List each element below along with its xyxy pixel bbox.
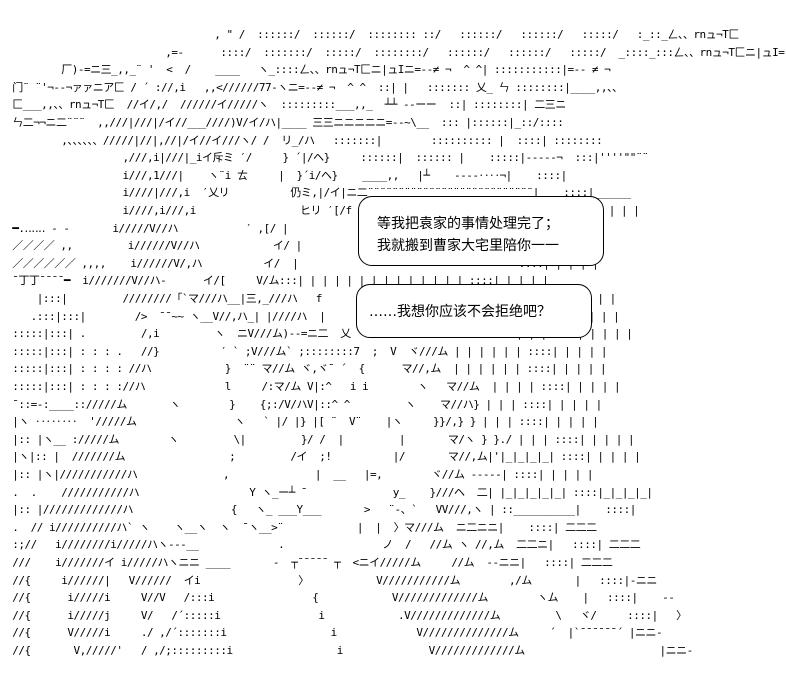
art-line: i///,1///| ヽ¨i ㄊ | }´i/ヘ} ____,, |┴ ----…: [0, 168, 567, 182]
art-line: |:: |ヽ__ ://///ム ヽ \| }/ / | | マ/ヽ } }./…: [0, 432, 635, 446]
art-line: ,、、、、、、/////|//|,//|/イ//イ///ヽ/ / リ_/ハ ::…: [0, 133, 603, 147]
speech-line-2: 我就搬到曹家大宅里陪你一一: [377, 238, 559, 254]
art-line: . // i//////////ハ` ヽ ヽ__ヽ ヽ ¯ヽ__>¨ | | 〉…: [0, 520, 597, 534]
art-line: ／／／／／／ ,,,, i//////V/,ハ イ/ | ::::| | | |…: [0, 256, 599, 270]
art-line: //{ i//////| V////// イi 〉 V///////////ム …: [0, 573, 657, 587]
art-line: ¯::=-:____:://///ム ヽ } {;:/V/ハV|::^ ^ ヽ …: [0, 397, 602, 411]
art-line: |:: |ヽ|///////////ハ , | __ |=, ヾ//ム ----…: [0, 468, 594, 481]
art-line: ㄣ二¬¬ニ二¨¨¨ ,,///|///|/イ//___////)V/イ/ハ|__…: [0, 116, 564, 129]
art-line: :::::|:::| : : : ://ハ l /:マ/ム V|:^ i i ヽ…: [0, 380, 621, 393]
art-line: 匚___,,、、rnュ¬T匚 //イ/,/ //////イ/////ヽ ::::…: [0, 98, 566, 112]
art-line: //{ V/////i ./ ,/´:::::::i i V//////////…: [0, 626, 663, 640]
art-line: :;// i////////i/////ハヽ‐-‐__ . ノ / //ム ヽ …: [0, 538, 641, 552]
art-line: //{ i/////i V//V /:::i { V/////////////ム…: [0, 591, 675, 605]
art-line: ¯丁丁¯¯¯¯━ i///////V//ハ- イ/[ V/ム:::| | | |…: [0, 274, 549, 288]
art-line: :::::|:::| . /,i ヽ ニV///ム)-‐=ニ二 乂 | | | …: [0, 327, 633, 341]
art-line: ,///,i|///|_iイ斥ミ ′/ } ´|/ヘ} ::::::| ::::…: [0, 151, 649, 165]
speech-bubble-top: 等我把袁家的事情处理完了； 我就搬到曹家大宅里陪你一一: [358, 196, 604, 266]
art-line: |:: |/////////////ハ { ヽ_ ___Y___ > ¨-、` …: [0, 503, 636, 517]
speech-line-1: 等我把袁家的事情处理完了；: [377, 216, 559, 232]
art-line: . . ///////////ハ Y ヽ_ー┴ ¯ y_ }///ヘ 二| |_…: [0, 485, 653, 499]
art-line: , " / ::::::/ ::::::/ :::::::: ::/ :::::…: [0, 28, 739, 41]
art-line: //{ i/////j V/ /´:::::i i .V////////////…: [0, 608, 687, 622]
art-line: |ヽ ‥‥‥‥ '/////ム ヽ ` |/ |} |[ ¨ V¨ |ヽ }}/…: [0, 415, 599, 429]
speech-bubble-bottom: ……我想你应该不会拒绝吧？: [356, 284, 592, 338]
speech-line-3: ……我想你应该不会拒绝吧？: [369, 304, 551, 320]
art-line: 厂)-=ニ三_,,_¨ ' < / ____ ヽ_::::ㄥ、、rnュ¬T匚ニ|…: [0, 63, 611, 77]
art-line: :::::|:::| : : : : //ハ } ¨¨ マ//ム ヾ,ヾ¯ ´ …: [0, 362, 607, 376]
art-line: ,=‐ ::::/ :::::::/ :::::/ ::::::::/ ::::…: [0, 45, 786, 59]
art-line: |ヽ|:: | ///////ム ; /イ ;! |/ マ//,ム|'|_|_|…: [0, 450, 641, 464]
art-line: /// i///////イ i/////ハヽニニ ____ - ┬¯¯¯¯¯ ┬…: [0, 556, 613, 569]
art-line: 门¨ ¨'¬--¬ァァニア匚 / ´ ://,i ,,<//////77-ヽニ=…: [0, 80, 623, 94]
art-line: :::::|:::| : : : . //} ′ ` ;V///ム` ;::::…: [0, 344, 608, 358]
art-line: //{ V,/////' / ,/;:::::::::i i V////////…: [0, 644, 693, 657]
